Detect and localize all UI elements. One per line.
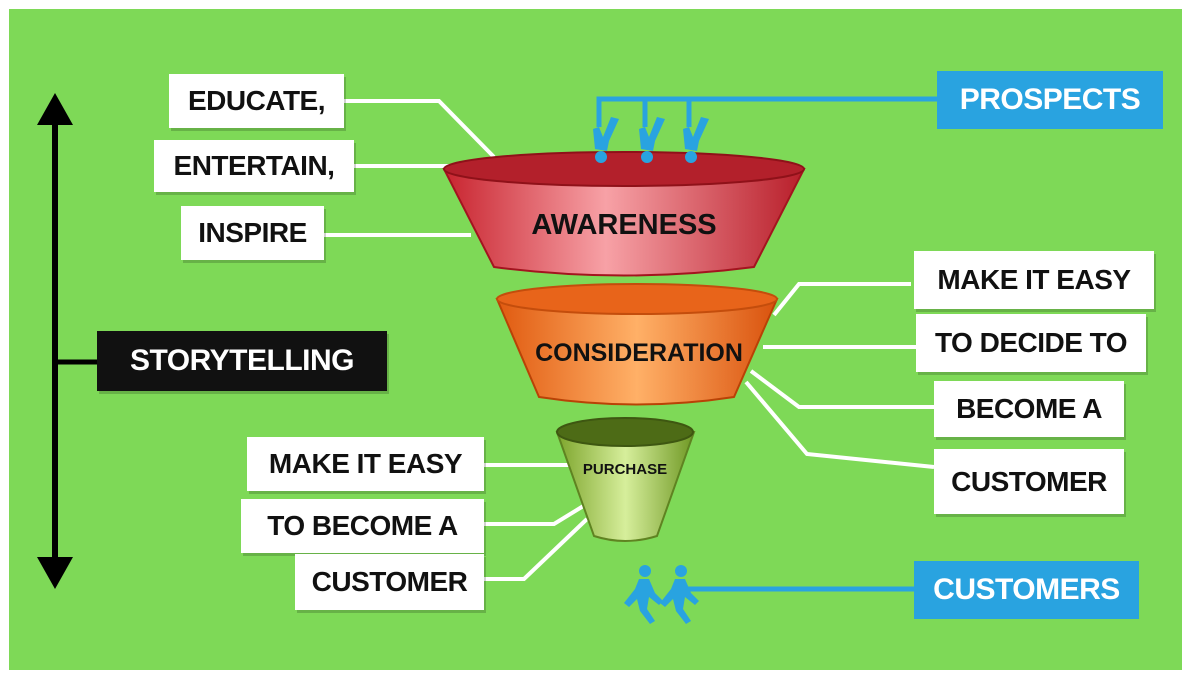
purchase-funnel-section: [555, 417, 696, 542]
storytelling-label: STORYTELLING: [97, 331, 387, 391]
prospects-label: PROSPECTS: [937, 71, 1163, 129]
right-label-customer: CUSTOMER: [934, 449, 1124, 514]
left-label-to-become-a: TO BECOME A: [241, 499, 484, 553]
consideration-label: CONSIDERATION: [535, 339, 743, 367]
diving-person-icon: [593, 117, 709, 163]
left-label-make-it-easy: MAKE IT EASY: [247, 437, 484, 491]
left-label-educate: EDUCATE,: [169, 74, 344, 128]
consideration-funnel-section: [495, 283, 779, 406]
left-label-entertain: ENTERTAIN,: [154, 140, 354, 192]
right-label-make-it-easy: MAKE IT EASY: [914, 251, 1154, 309]
connector-lines: [324, 99, 935, 581]
right-label-become-a: BECOME A: [934, 381, 1124, 437]
customers-label: CUSTOMERS: [914, 561, 1139, 619]
running-person-icon: [624, 565, 699, 624]
purchase-label: PURCHASE: [582, 461, 668, 478]
left-label-inspire: INSPIRE: [181, 206, 324, 260]
prospects-connector: [596, 96, 937, 127]
funnel-diagram: AWARENESS CONSIDERATION PURCHASE EDUCATE…: [9, 9, 1182, 670]
awareness-label: AWARENESS: [531, 209, 717, 241]
double-arrow-icon: [37, 93, 99, 589]
right-label-to-decide-to: TO DECIDE TO: [916, 314, 1146, 372]
awareness-funnel-section: [442, 151, 806, 277]
left-label-customer: CUSTOMER: [295, 554, 484, 610]
